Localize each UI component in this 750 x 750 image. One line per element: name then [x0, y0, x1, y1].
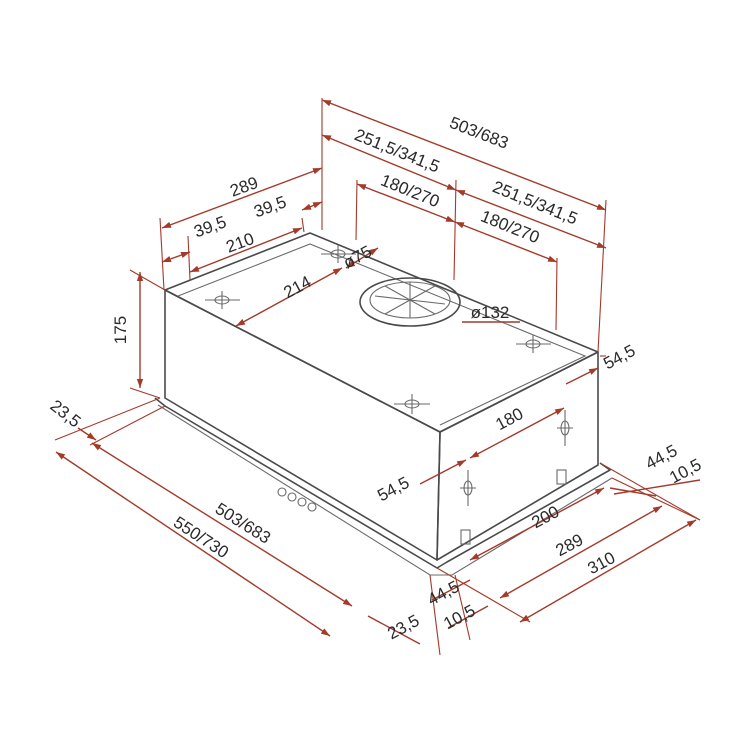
label-hole-span: 214	[280, 272, 314, 302]
dimension-lines	[55, 99, 701, 645]
label-bottom-200: 200	[528, 502, 562, 532]
dim-line-side-offset-b	[301, 201, 323, 211]
dim-line-right-10	[613, 479, 701, 495]
outlet-spokes	[374, 282, 446, 318]
dim-line-right-mid	[469, 407, 565, 459]
label-bottom-10: 10,5	[440, 601, 478, 633]
label-top-inner-right: 180/270	[478, 207, 542, 248]
air-outlet	[359, 277, 461, 327]
dim-line-top-half-right	[455, 189, 607, 249]
knob-icon	[287, 492, 297, 502]
label-side-mid: 210	[224, 229, 257, 257]
dim-line-hole-span	[235, 267, 343, 327]
hood-front-face	[164, 289, 441, 561]
hood-side-face	[436, 351, 599, 561]
hood-top-bevel	[177, 243, 587, 426]
mounting-hole-icon	[516, 335, 551, 353]
mounting-hole-icon	[205, 291, 240, 309]
dim-line-bottom-44	[431, 579, 471, 601]
label-right-mid: 180	[492, 404, 526, 434]
knob-icon	[277, 487, 287, 497]
label-right-offset-low: 54,5	[374, 473, 412, 505]
label-front-lip-right: 23,5	[384, 611, 422, 643]
label-top-half-left: 251,5/341,5	[352, 125, 442, 176]
mounting-hole-icon	[460, 470, 476, 506]
dim-line-bottom-10	[447, 605, 489, 629]
dim-line-top-inner-right	[454, 221, 558, 263]
dim-line-side-depth	[161, 167, 323, 229]
dim-line-bottom-310	[519, 519, 697, 623]
label-side-depth: 289	[228, 173, 261, 201]
dim-line-front-overall	[55, 451, 331, 637]
dim-line-top-inner-left	[356, 183, 456, 223]
knob-icon	[297, 497, 307, 507]
label-top-overall: 503/683	[447, 113, 511, 153]
dim-line-right-44	[609, 487, 657, 497]
label-outlet-dia: ø132	[471, 303, 510, 322]
label-bottom-289: 289	[552, 530, 586, 560]
hood-bottom-frame	[154, 397, 611, 569]
dim-line-side-offset-a	[161, 251, 191, 263]
dim-line-front-width	[91, 442, 353, 607]
label-side-offset-b: 39,5	[251, 192, 289, 221]
dim-line-front-lip-right	[367, 615, 421, 645]
bracket-slot	[556, 469, 567, 485]
label-right-offset-top: 54,5	[600, 341, 638, 373]
label-height: 175	[111, 316, 130, 344]
dim-line-front-lip-left	[77, 427, 97, 441]
dim-line-right-offset-low	[419, 459, 467, 485]
dim-line-right-offset-top	[565, 367, 599, 385]
dimension-labels: 503/683 251,5/341,5 251,5/341,5 180/270 …	[46, 113, 704, 643]
dim-line-bottom-289	[499, 505, 663, 599]
mounting-hole-icon	[557, 410, 573, 446]
label-front-lip-left: 23,5	[46, 396, 84, 431]
knob-icon	[307, 502, 317, 512]
dim-line-side-mid	[189, 227, 303, 273]
mounting-holes	[205, 245, 573, 545]
mounting-hole-icon	[394, 394, 430, 414]
dim-line-top-half-left	[321, 134, 457, 191]
label-bottom-310: 310	[584, 548, 618, 578]
dim-line-hole-dia	[345, 247, 379, 269]
label-side-offset-a: 39,5	[191, 212, 229, 241]
outlet-ring	[359, 277, 461, 327]
